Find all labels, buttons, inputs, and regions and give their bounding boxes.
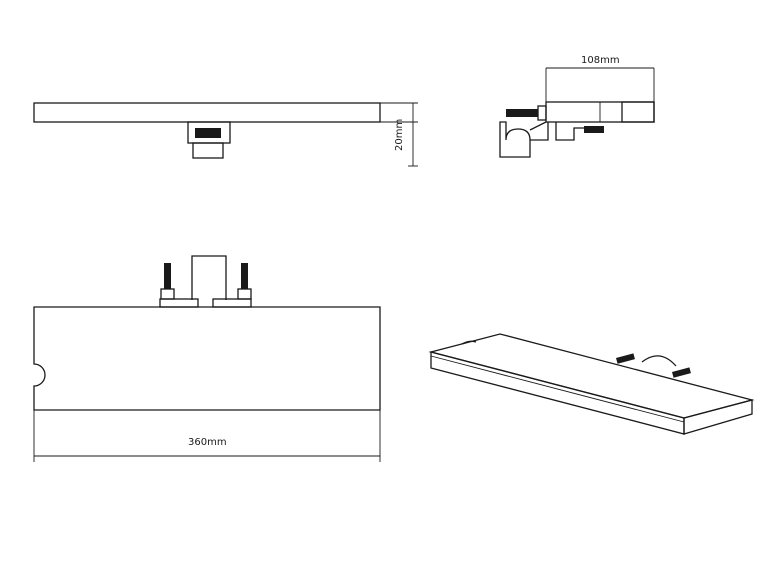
nut-right [237, 288, 252, 300]
bracket-plate-right [212, 298, 252, 308]
iso-end-face [683, 399, 753, 435]
iso-notch [461, 340, 477, 345]
side-clamp [555, 122, 584, 141]
iso-bolt-left [616, 353, 635, 364]
side-elevation-view: 108mm [499, 55, 655, 158]
threaded-bolt-right [241, 263, 248, 289]
height-dimension-label: 20mm [394, 119, 405, 151]
bracket-strap [191, 255, 227, 300]
bracket-clamp-front [192, 142, 224, 159]
iso-front-face [430, 351, 685, 435]
bracket-bolt-front [195, 128, 221, 138]
bracket-plate-left [159, 298, 199, 308]
shelf-section-end [621, 101, 655, 123]
depth-dimension-label: 108mm [581, 55, 620, 66]
plan-view: 360mm [33, 255, 381, 462]
shelf-board-front [33, 102, 381, 123]
width-dimension-label: 360mm [188, 437, 227, 448]
side-bolt-left [506, 109, 538, 117]
side-nut-left [537, 105, 547, 121]
side-bracket-arm [529, 121, 549, 141]
isometric-view [428, 333, 755, 435]
iso-edge-line [430, 355, 685, 423]
nut-left [160, 288, 175, 300]
threaded-bolt-left [164, 263, 171, 289]
iso-bolt-right [672, 367, 691, 378]
front-elevation-view: 20mm [33, 102, 418, 167]
iso-bracket-strap [641, 355, 677, 367]
iso-top-face [428, 333, 755, 419]
side-bracket-hook [499, 121, 531, 158]
shelf-board-plan [33, 306, 381, 411]
side-bolt-bottom [584, 126, 604, 133]
